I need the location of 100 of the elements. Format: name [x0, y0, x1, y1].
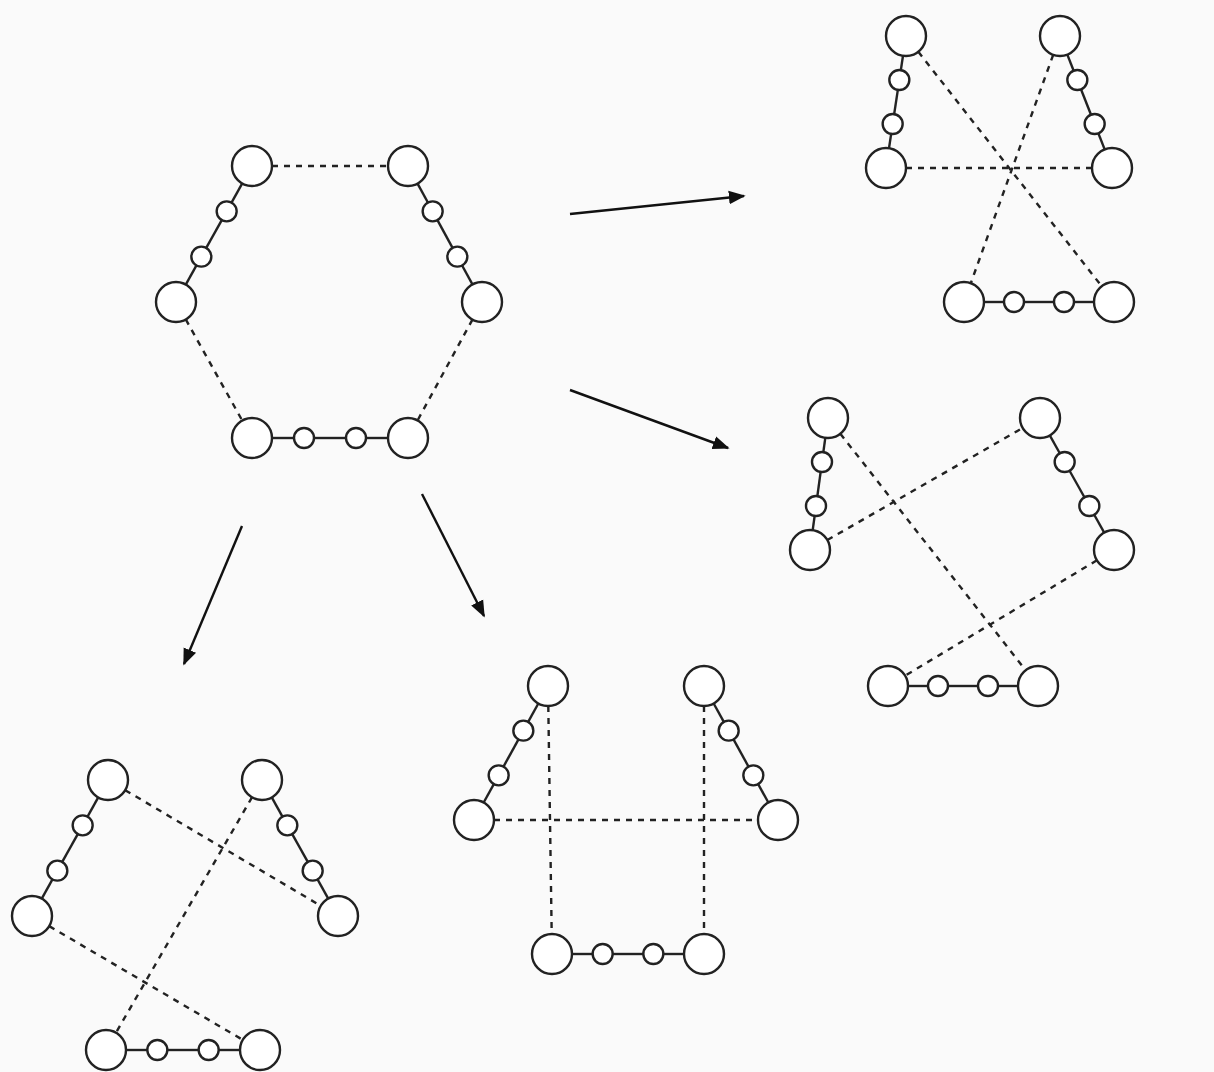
connector-line [892, 89, 900, 115]
large-circle [1090, 146, 1134, 190]
small-circle [301, 859, 324, 882]
connector-line [948, 684, 978, 688]
connector-line [998, 684, 1018, 688]
connector-line [314, 436, 346, 440]
connector-line [572, 952, 593, 956]
dashed-line [839, 433, 1027, 671]
large-circle [460, 280, 504, 324]
dashed-line [547, 706, 553, 934]
connector-line [184, 264, 198, 286]
small-circle [146, 1038, 169, 1062]
connector-line [732, 738, 750, 768]
dashed-line [114, 796, 254, 1034]
connector-line [436, 219, 454, 249]
small-circle [1002, 290, 1026, 314]
small-circle [810, 450, 834, 474]
dashed-line [416, 319, 474, 421]
small-circle [742, 764, 765, 787]
small-circle [487, 764, 510, 787]
small-circle [926, 674, 950, 698]
large-circle [682, 932, 726, 976]
small-circle [421, 200, 444, 223]
connector-line [984, 300, 1004, 304]
large-circle [1018, 396, 1062, 440]
dashed-line [494, 818, 758, 822]
large-circle [316, 894, 360, 938]
small-circle [976, 674, 1000, 698]
dashed-line [124, 789, 322, 907]
connector-line [712, 702, 725, 723]
large-circle [1016, 664, 1060, 708]
connector-line [502, 738, 520, 768]
dashed-line [906, 166, 1092, 170]
small-circle [46, 859, 69, 882]
small-circle [717, 719, 740, 742]
connector-line [61, 833, 79, 863]
connector-line [272, 436, 294, 440]
large-circle [10, 894, 54, 938]
connector-line [1074, 300, 1094, 304]
small-circle [197, 1038, 220, 1062]
large-circle [866, 664, 910, 708]
small-circle [591, 942, 614, 966]
small-circle [1083, 112, 1106, 136]
large-circle [526, 664, 570, 708]
small-circle [215, 200, 238, 223]
small-circle [1066, 68, 1089, 92]
small-circle [344, 426, 368, 450]
connector-line [1068, 470, 1086, 498]
small-circle [888, 68, 911, 92]
small-circle [292, 426, 316, 450]
connector-line [461, 264, 474, 285]
large-circle [386, 416, 430, 460]
large-circle [238, 1028, 282, 1072]
dashed-line [826, 426, 1024, 542]
connector-line [126, 1048, 148, 1052]
small-circle [1052, 290, 1076, 314]
dashed-line [904, 559, 1098, 677]
connector-line [527, 702, 540, 723]
connector-line [908, 684, 928, 688]
connector-line [218, 1048, 240, 1052]
small-circle [804, 494, 828, 518]
large-circle [884, 14, 928, 58]
small-circle [512, 719, 535, 742]
connector-line [416, 183, 429, 204]
dashed-line [702, 706, 706, 934]
large-circle [86, 758, 130, 802]
connector-line [230, 182, 244, 204]
dashed-line [917, 51, 1103, 287]
connector-line [316, 878, 330, 900]
large-circle [230, 144, 274, 188]
small-circle [1053, 450, 1076, 474]
small-circle [276, 814, 299, 837]
large-circle [240, 758, 284, 802]
connector-line [366, 436, 388, 440]
large-circle [154, 280, 198, 324]
connector-line [612, 952, 644, 956]
connector-line [1024, 300, 1054, 304]
large-circle [230, 416, 274, 460]
dashed-line [184, 318, 244, 422]
large-circle [1038, 14, 1082, 58]
large-circle [942, 280, 986, 324]
large-circle [756, 798, 800, 842]
large-circle [806, 396, 850, 440]
connector-line [1079, 88, 1093, 116]
large-circle [452, 798, 496, 842]
large-circle [84, 1028, 128, 1072]
connector-line [270, 796, 284, 818]
small-circle [446, 245, 469, 268]
connector-line [291, 833, 309, 863]
large-circle [788, 528, 832, 572]
small-circle [881, 112, 904, 136]
small-circle [71, 814, 94, 837]
connector-line [86, 796, 100, 818]
connector-line [816, 471, 822, 497]
large-circle [682, 664, 726, 708]
small-circle [190, 245, 213, 268]
large-circle [386, 144, 430, 188]
dashed-line [969, 54, 1055, 284]
connector-line [167, 1048, 199, 1052]
dashed-line [272, 164, 388, 168]
